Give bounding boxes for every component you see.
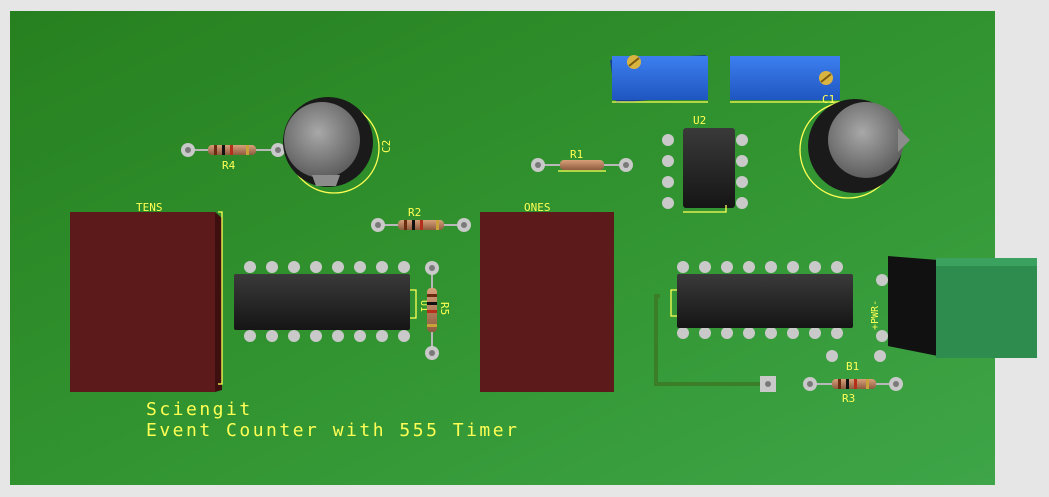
tens-display: TENS [70,201,223,392]
ones-display: ONES [480,201,614,392]
c2-label: C2 [380,140,393,153]
resistor-r2: R2 [371,206,471,232]
pcb-trace [654,294,764,386]
resistor-r5: R5 [425,261,451,360]
resistor-r1: R1 [531,148,633,172]
trimpot-right [730,56,840,103]
c1-label: C1 [822,93,835,106]
chip-u1: U1 [234,261,429,342]
resistor-r4: R4 [181,143,285,172]
u1-label: U1 [418,300,429,312]
chip-u2: U2 [662,114,748,213]
power-connector: +PWR- [870,256,1037,358]
resistor-r3: R3 [803,377,903,405]
r1-label: R1 [570,148,583,161]
tens-label: TENS [136,201,163,214]
b1-label: B1 [846,360,859,373]
ones-label: ONES [524,201,551,214]
chip-u3 [670,261,853,339]
r3-label: R3 [842,392,855,405]
u2-label: U2 [693,114,706,127]
trimpot-left [610,55,708,103]
capacitor-c1: C1 [799,93,910,199]
board-title-line1: Sciengit [146,399,253,420]
pwr-label: +PWR- [870,300,881,330]
r2-label: R2 [408,206,421,219]
pad-b1: B1 [826,350,886,373]
capacitor-c2: C2 [283,97,393,194]
board-title-line2: Event Counter with 555 Timer [146,420,519,441]
r5-label: R5 [438,302,451,315]
r4-label: R4 [222,159,236,172]
